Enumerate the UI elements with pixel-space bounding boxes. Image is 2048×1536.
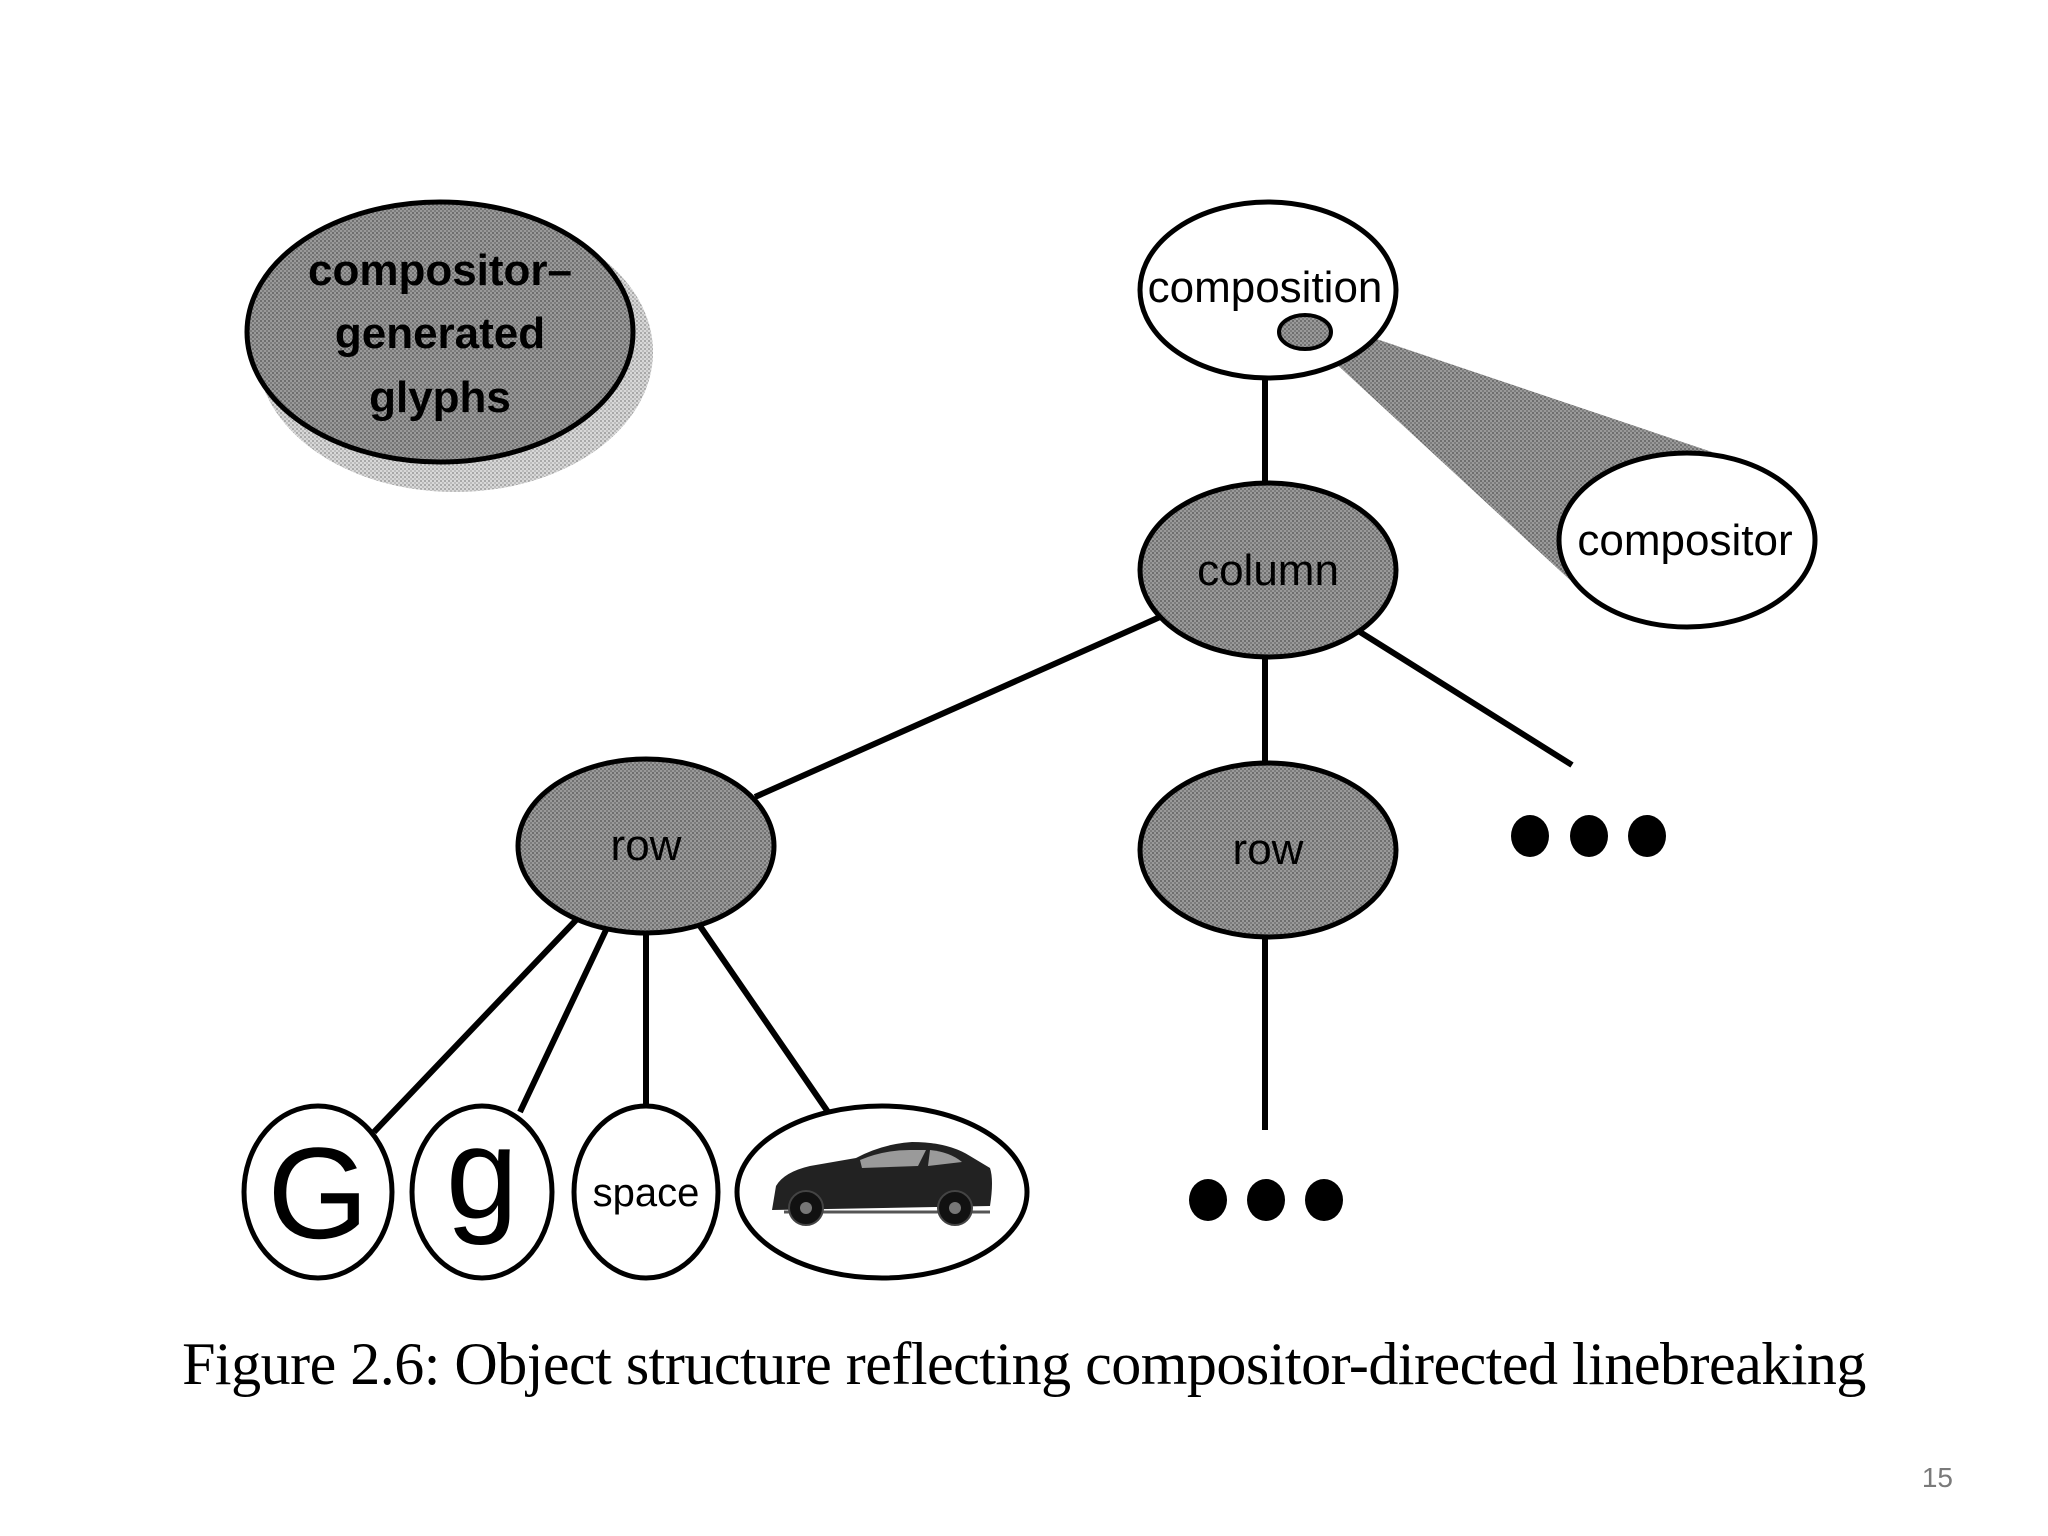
glyph-uppercase-label: G <box>267 1120 368 1266</box>
edge-row-left-car <box>697 924 831 1114</box>
figure-caption: Figure 2.6: Object structure reflecting … <box>182 1331 1866 1397</box>
legend-node <box>244 199 636 465</box>
compositor-label: compositor <box>1577 516 1792 565</box>
row-left-label: row <box>611 821 682 870</box>
legend-label-line-2: generated <box>335 309 545 358</box>
car-icon <box>772 1142 992 1226</box>
legend-label-line-1: compositor– <box>308 246 572 295</box>
ellipsis-icon <box>1511 815 1666 857</box>
row-node-middle <box>1137 760 1399 940</box>
glyph-node-space <box>571 1103 721 1281</box>
glyph-node-uppercase <box>241 1103 395 1281</box>
row-node-left <box>515 756 777 936</box>
compositor-node <box>1556 450 1818 630</box>
row-middle-label: row <box>1233 825 1304 874</box>
edge-row-left-g <box>517 928 609 1114</box>
compositor-attachment-dot <box>1277 313 1333 351</box>
ellipsis-icon <box>1189 1179 1343 1221</box>
edge-column-row-left <box>753 614 1162 800</box>
legend-label-line-3: glyphs <box>369 373 511 422</box>
glyph-space-label: space <box>593 1171 700 1215</box>
page-number: 15 <box>1921 1462 1953 1493</box>
column-node <box>1137 480 1399 660</box>
glyph-lowercase-label: g <box>446 1100 518 1246</box>
tree-edges <box>371 378 1574 1135</box>
composition-label: composition <box>1148 263 1383 312</box>
column-label: column <box>1197 546 1339 595</box>
edge-row-left-G <box>371 915 581 1135</box>
edge-column-more <box>1358 629 1574 768</box>
glyph-node-lowercase <box>409 1103 555 1281</box>
